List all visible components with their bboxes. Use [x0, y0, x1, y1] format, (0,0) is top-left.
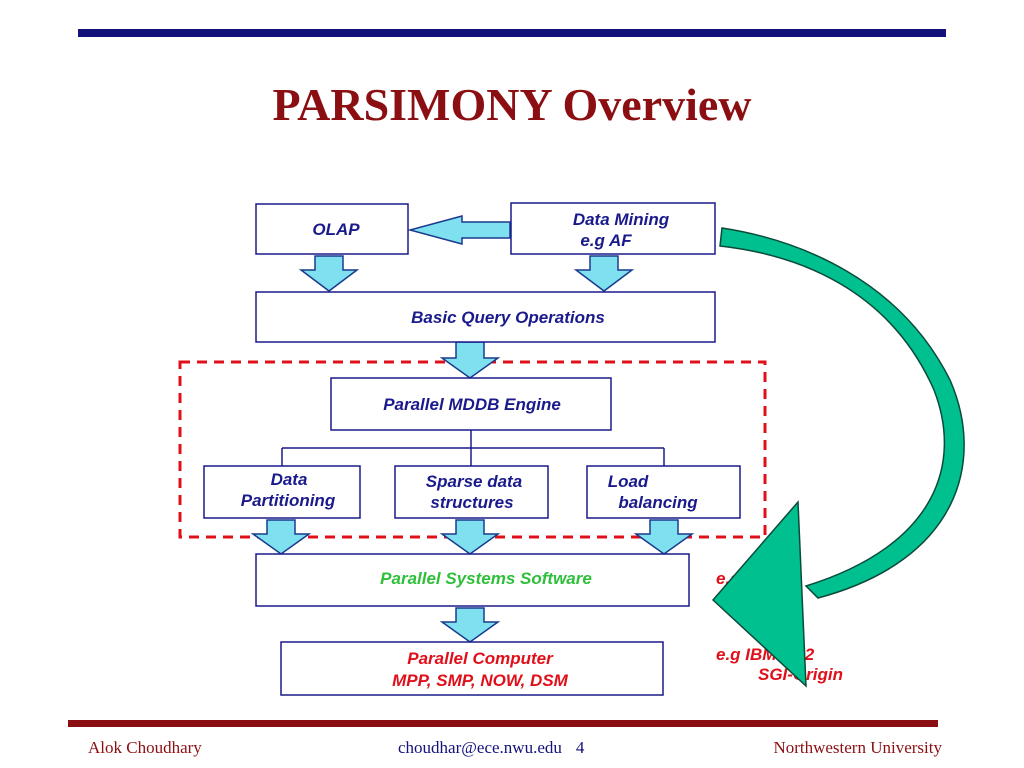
arrow-mining-to-query	[573, 255, 635, 292]
mddb-engine-label: Parallel MDDB Engine	[383, 395, 561, 414]
arrow-systems-to-computer	[439, 607, 501, 643]
arrow-load-to-systems	[633, 519, 695, 555]
curved-arrow	[711, 227, 965, 688]
data-mining-label-2: e.g AF	[580, 231, 632, 250]
systems-software-box	[255, 553, 690, 607]
data-partitioning-label-2: Partitioning	[241, 491, 336, 510]
footer-email: choudhar@ece.nwu.edu	[398, 738, 562, 757]
arrow-olap-to-query	[298, 255, 360, 292]
data-partitioning-box	[203, 465, 361, 519]
load-balancing-label-1: Load	[608, 472, 649, 491]
basic-query-label: Basic Query Operations	[411, 308, 605, 327]
footer-contact: choudhar@ece.nwu.edu 4	[398, 738, 584, 758]
load-balancing-label-2: balancing	[618, 493, 698, 512]
data-partitioning-label-1: Data	[271, 470, 308, 489]
parallel-computer-box	[280, 641, 664, 696]
slide-title: PARSIMONY Overview	[272, 79, 752, 130]
sparse-data-box	[394, 465, 549, 519]
footer-author: Alok Choudhary	[88, 738, 202, 757]
basic-query-box	[255, 291, 716, 343]
olap-label: OLAP	[312, 220, 360, 239]
olap-box	[255, 203, 409, 255]
sparse-data-label-1: Sparse data	[426, 472, 522, 491]
sparse-data-label-2: structures	[430, 493, 513, 512]
bottom-rule	[68, 720, 938, 727]
systems-software-label: Parallel Systems Software	[380, 569, 592, 588]
data-mining-box	[510, 202, 716, 255]
data-mining-label-1: Data Mining	[573, 210, 670, 229]
engine-connectors	[281, 430, 665, 466]
arrow-query-to-engine	[439, 341, 501, 379]
parallel-computer-label-1: Parallel Computer	[407, 649, 554, 668]
mddb-engine-box	[330, 377, 612, 431]
page-number: 4	[575, 738, 585, 757]
arrow-mining-to-olap	[407, 215, 511, 245]
footer-institution: Northwestern University	[773, 738, 942, 757]
load-balancing-box	[586, 465, 741, 519]
parallel-computer-label-2: MPP, SMP, NOW, DSM	[392, 671, 569, 690]
top-rule	[78, 29, 946, 37]
arrow-partitioning-to-systems	[250, 519, 312, 555]
arrow-sparse-to-systems	[439, 519, 501, 555]
